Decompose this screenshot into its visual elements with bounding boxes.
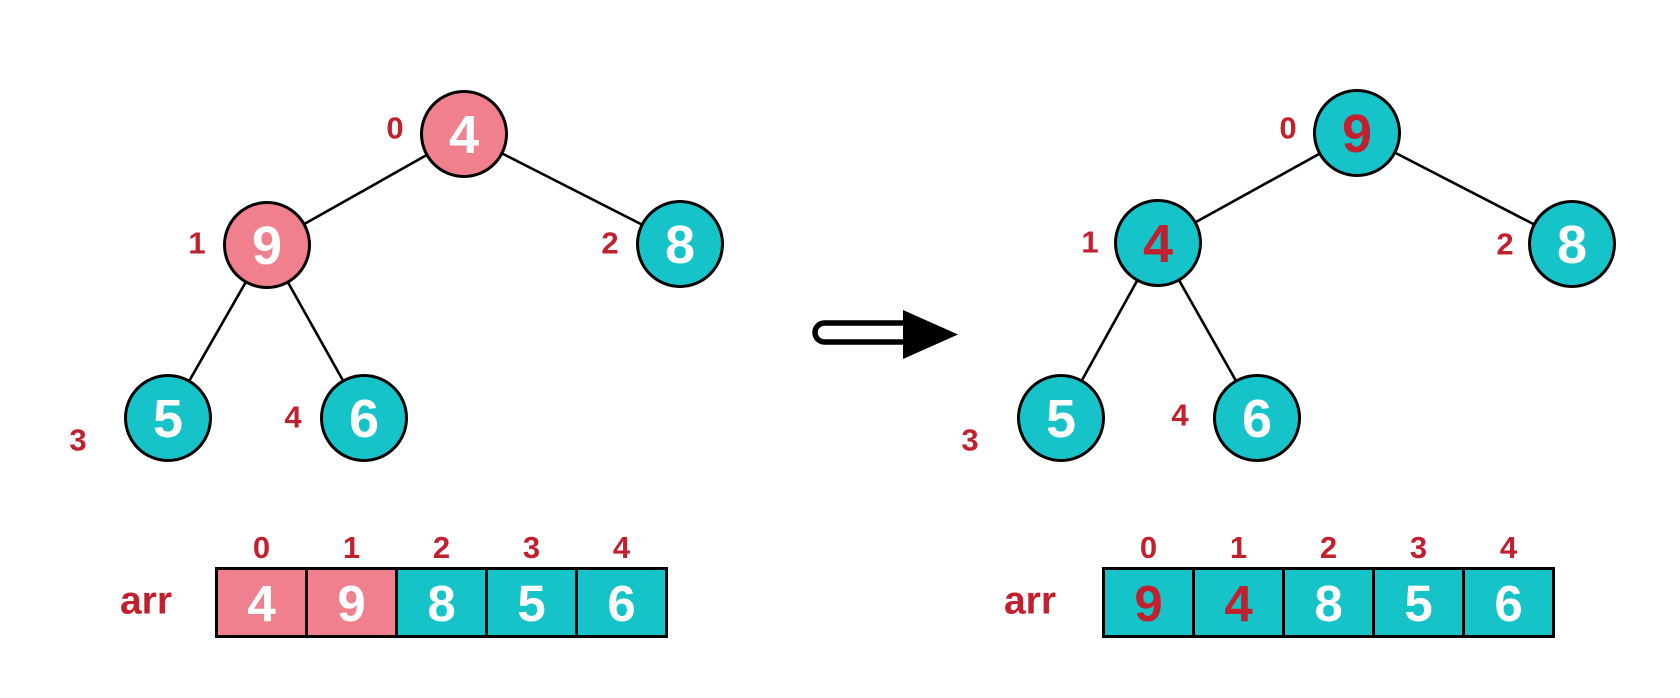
cell-index: 4 — [612, 530, 631, 565]
right-node-index-3: 3 — [961, 422, 979, 458]
cell-value: 4 — [1224, 575, 1253, 632]
node-value: 6 — [1241, 389, 1273, 449]
cell-value: 6 — [607, 575, 636, 632]
cell-index: 0 — [1139, 530, 1158, 565]
cell-value: 5 — [517, 575, 546, 632]
node-value: 5 — [1045, 389, 1077, 449]
left-tree-node-3: 5 — [124, 374, 212, 462]
cell-value: 5 — [1404, 575, 1433, 632]
cell-value: 6 — [1494, 575, 1523, 632]
left-node-index-1: 1 — [188, 225, 206, 261]
cell-value: 4 — [247, 575, 276, 632]
node-value: 4 — [448, 105, 480, 165]
cell-index: 3 — [522, 530, 541, 565]
right-node-index-4: 4 — [1171, 397, 1189, 433]
right-tree-node-4: 6 — [1213, 374, 1301, 462]
left-node-index-2: 2 — [601, 225, 619, 261]
right-node-index-0: 0 — [1279, 110, 1297, 146]
right-array-cell-3: 3 5 — [1372, 532, 1465, 638]
right-array-cell-2: 2 8 — [1282, 532, 1375, 638]
right-tree-node-3: 5 — [1017, 374, 1105, 462]
cell-value: 8 — [427, 575, 456, 632]
left-tree-node-0: 4 — [420, 90, 508, 178]
left-array-cell-4: 4 6 — [575, 532, 668, 638]
cell-index: 3 — [1409, 530, 1428, 565]
cell-index: 2 — [432, 530, 451, 565]
left-array-cell-1: 1 9 — [305, 532, 398, 638]
cell-value: 9 — [337, 575, 366, 632]
right-tree-node-1: 4 — [1114, 199, 1202, 287]
cell-index: 2 — [1319, 530, 1338, 565]
left-array-cell-3: 3 5 — [485, 532, 578, 638]
right-array-label: arr — [1003, 579, 1057, 623]
right-tree-node-0: 9 — [1313, 89, 1401, 177]
left-array-cell-0: 0 4 — [215, 532, 308, 638]
node-value: 9 — [1341, 104, 1373, 164]
left-array-label: arr — [119, 579, 173, 623]
node-value: 8 — [664, 215, 696, 275]
node-value: 4 — [1142, 214, 1174, 274]
left-node-index-0: 0 — [386, 110, 404, 146]
cell-index: 1 — [1229, 530, 1248, 565]
node-value: 6 — [348, 389, 380, 449]
right-array-cell-0: 0 9 — [1102, 532, 1195, 638]
left-array-cell-2: 2 8 — [395, 532, 488, 638]
node-value: 5 — [152, 389, 184, 449]
right-node-index-2: 2 — [1496, 226, 1514, 262]
right-arrow-icon — [812, 310, 958, 359]
cell-index: 1 — [342, 530, 361, 565]
left-node-index-3: 3 — [69, 422, 87, 458]
left-node-index-4: 4 — [284, 399, 302, 435]
node-value: 8 — [1556, 215, 1588, 275]
left-tree-node-4: 6 — [320, 374, 408, 462]
cell-index: 4 — [1499, 530, 1518, 565]
right-node-index-1: 1 — [1081, 224, 1099, 260]
cell-value: 9 — [1134, 575, 1163, 632]
right-array-cell-4: 4 6 — [1462, 532, 1555, 638]
cell-value: 8 — [1314, 575, 1343, 632]
right-array-cell-1: 1 4 — [1192, 532, 1285, 638]
cell-index: 0 — [252, 530, 271, 565]
left-tree-node-2: 8 — [636, 200, 724, 288]
right-tree-node-2: 8 — [1528, 200, 1616, 288]
left-tree-node-1: 9 — [223, 201, 311, 289]
node-value: 9 — [251, 216, 283, 276]
